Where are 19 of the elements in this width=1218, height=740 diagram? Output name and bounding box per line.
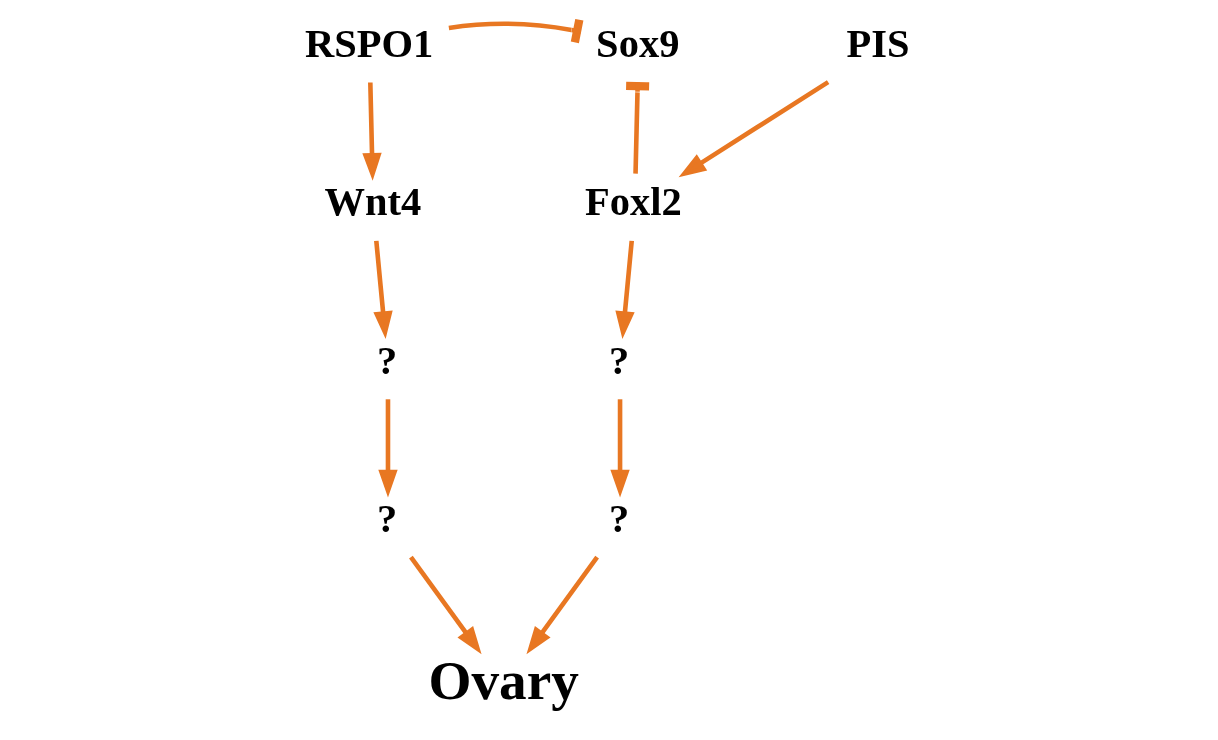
node-text: ? [376, 496, 398, 542]
arrow [362, 82, 382, 181]
arrow [610, 399, 630, 498]
arrow [678, 80, 830, 178]
node-text: PIS [846, 21, 910, 67]
node-text: ? [609, 337, 630, 383]
node-text: ? [376, 337, 398, 383]
node-text: Foxl2 [585, 179, 682, 225]
arrow [615, 240, 635, 339]
connector [448, 19, 584, 44]
arrow [409, 555, 482, 655]
node-text: Wnt4 [324, 179, 422, 225]
node-text: Sox9 [596, 21, 680, 67]
node-text: ? [609, 496, 630, 542]
arrow [373, 240, 393, 339]
arrow [526, 555, 599, 655]
node-text: Ovary [428, 649, 579, 711]
arrow [378, 399, 398, 498]
node-text: RSPO1 [305, 21, 434, 67]
